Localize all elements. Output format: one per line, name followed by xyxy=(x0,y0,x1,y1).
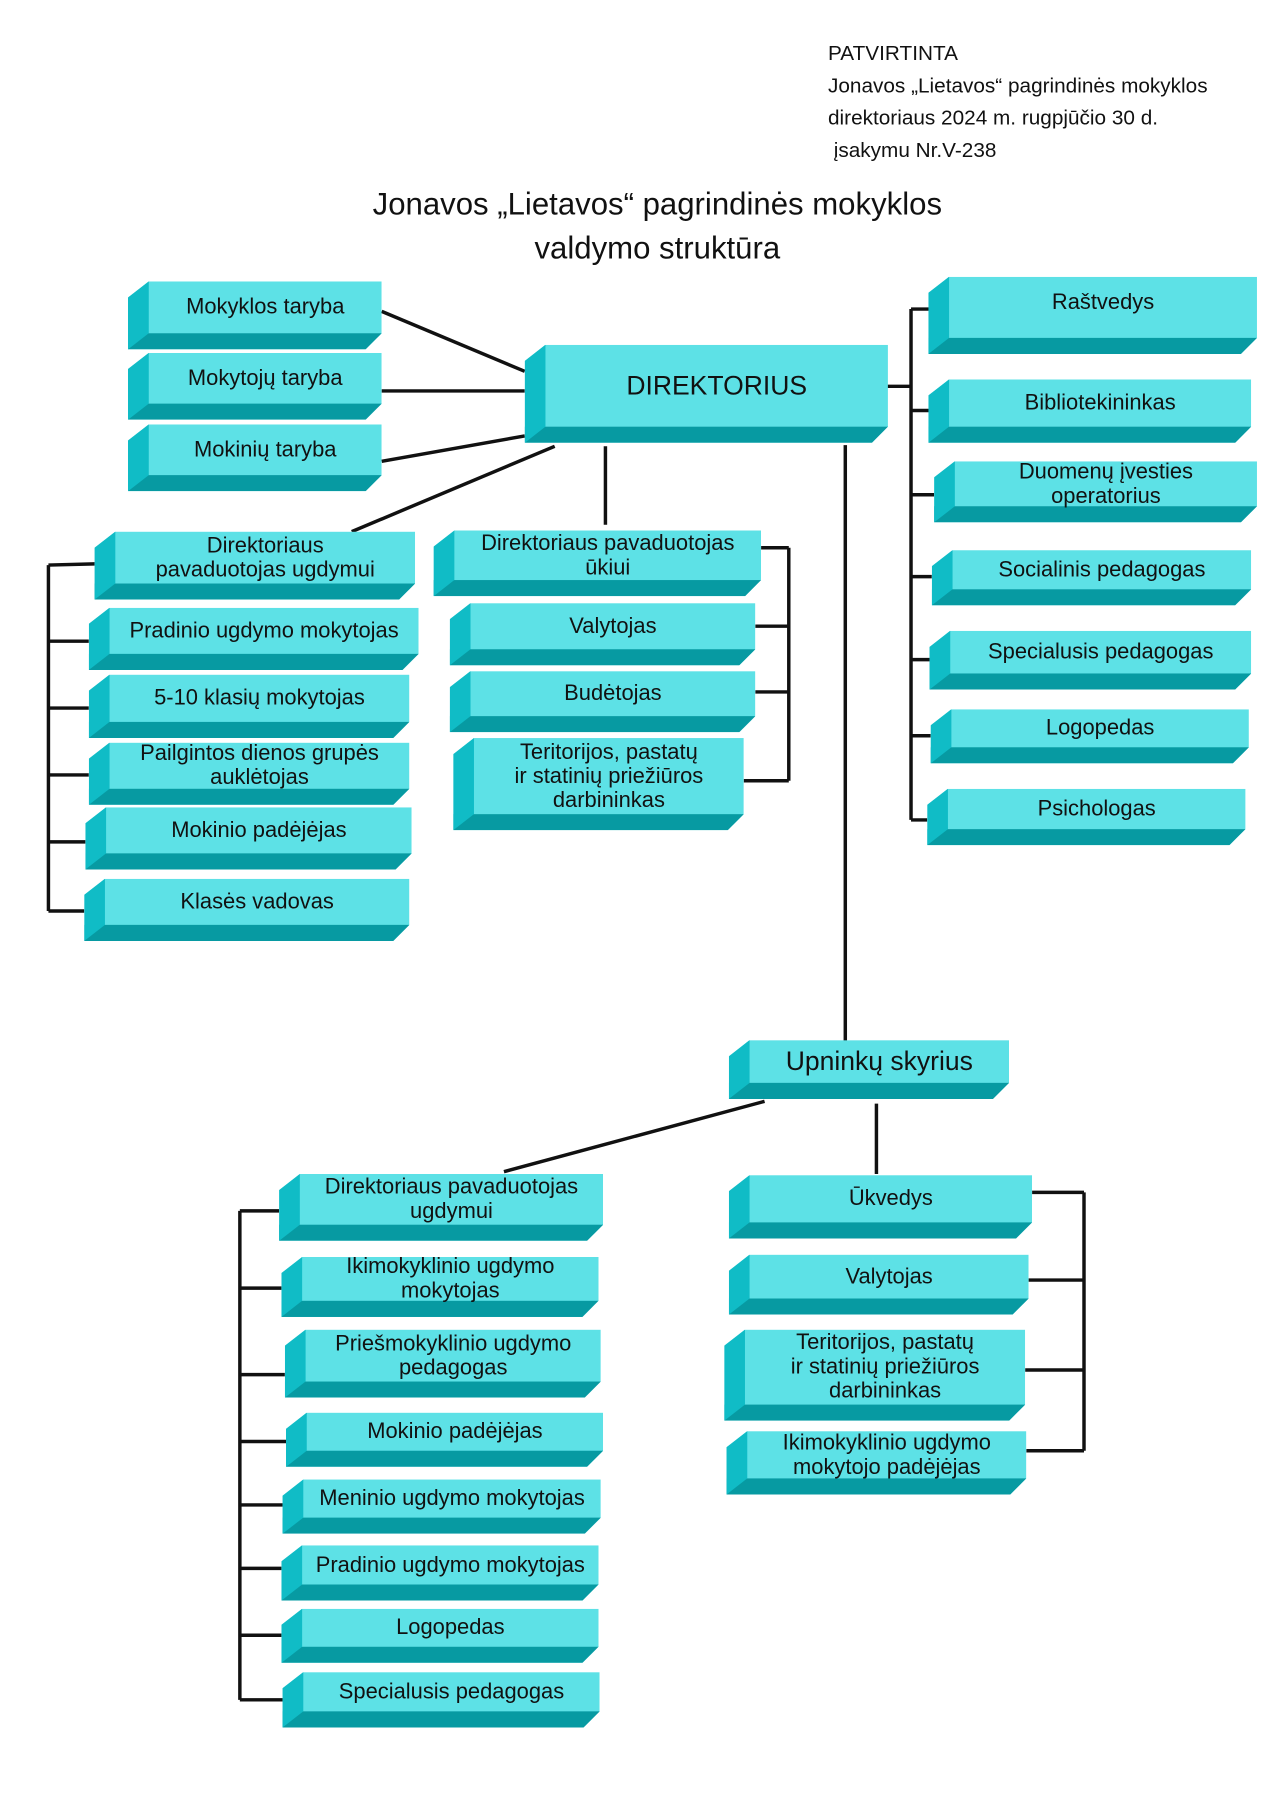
box-label: Direktoriaus pavaduotojas ugdymui xyxy=(155,533,375,582)
box-label: Klasės vadovas xyxy=(180,889,334,914)
staff-box: Specialusis pedagogas xyxy=(929,631,1251,690)
division-education-box: Mokinio padėjėjas xyxy=(286,1413,603,1467)
box-label: Ikimokyklinio ugdymo mokytojo padėjėjas xyxy=(782,1430,991,1479)
box-label: Mokinių taryba xyxy=(193,437,337,462)
box-label: Mokinio padėjėjas xyxy=(367,1419,543,1444)
approval-line: direktoriaus 2024 m. rugpjūčio 30 d. xyxy=(827,106,1159,130)
division-box: Upninkų skyrius xyxy=(729,1040,1009,1099)
council-box: Mokyklos taryba xyxy=(128,281,382,349)
approval-block: PATVIRTINTA Jonavos „Lietavos“ pagrindin… xyxy=(828,37,1208,166)
education-box: Pailgintos dienos grupės auklėtojas xyxy=(89,743,410,805)
staff-box: Psichologas xyxy=(927,789,1245,846)
box-label: Logopedas xyxy=(1045,716,1155,741)
box-label: 5-10 klasių mokytojas xyxy=(154,686,365,711)
box-label: Pailgintos dienos grupės auklėtojas xyxy=(140,741,379,790)
staff-box: Raštvedys xyxy=(928,277,1257,354)
staff-box: Duomenų įvesties operatorius xyxy=(934,461,1257,522)
division-economy-box: Teritorijos, pastatų ir statinių priežiū… xyxy=(724,1330,1025,1421)
box-label: Valytojas xyxy=(845,1264,933,1289)
box-label: Mokinio padėjėjas xyxy=(171,818,347,843)
box-label: Psichologas xyxy=(1037,796,1156,822)
box-label: Logopedas xyxy=(396,1615,505,1640)
staff-box: Bibliotekininkas xyxy=(928,379,1251,442)
box-label: Mokytojų taryba xyxy=(187,366,343,391)
box-label: Specialusis pedagogas xyxy=(988,640,1214,665)
box-label: Valytojas xyxy=(569,614,657,639)
division-education-box: Meninio ugdymo mokytojas xyxy=(283,1480,601,1534)
box-label: Raštvedys xyxy=(1051,290,1155,315)
box-label: Teritorijos, pastatų ir statinių priežiū… xyxy=(790,1330,980,1404)
division-economy-box: Ikimokyklinio ugdymo mokytojo padėjėjas xyxy=(727,1431,1027,1494)
box-label: Budėtojas xyxy=(564,681,662,706)
box-label: Bibliotekininkas xyxy=(1024,390,1176,416)
box-label: Duomenų įvesties operatorius xyxy=(1018,459,1194,508)
box-label: Pradinio ugdymo mokytojas xyxy=(129,618,399,643)
council-box: Mokytojų taryba xyxy=(128,353,382,420)
education-box: Direktoriaus pavaduotojas ugdymui xyxy=(95,532,416,600)
division-education-box: Specialusis pedagogas xyxy=(283,1672,600,1727)
division-economy-box: Ūkvedys xyxy=(729,1175,1032,1238)
box-label: Specialusis pedagogas xyxy=(338,1679,565,1704)
box-label: Direktoriaus pavaduotojas ūkiui xyxy=(481,531,735,580)
division-education-box: Priešmokyklinio ugdymo pedagogas xyxy=(285,1330,601,1398)
box-label: Direktoriaus pavaduotojas ugdymui xyxy=(324,1175,579,1224)
division-education-box: Pradinio ugdymo mokytojas xyxy=(281,1545,598,1600)
education-box: 5-10 klasių mokytojas xyxy=(89,675,410,738)
box-label: Meninio ugdymo mokytojas xyxy=(319,1486,585,1511)
director-box: DIREKTORIUS xyxy=(525,345,888,443)
education-box: Pradinio ugdymo mokytojas xyxy=(89,608,419,670)
approval-line: Jonavos „Lietavos“ pagrindinės mokyklos xyxy=(827,73,1208,97)
approval-line: įsakymu Nr.V-238 xyxy=(827,138,997,162)
box-label: Socialinis pedagogas xyxy=(998,557,1206,582)
box-label: Mokyklos taryba xyxy=(186,295,345,320)
division-education-box: Ikimokyklinio ugdymo mokytojas xyxy=(281,1257,598,1317)
economy-box: Teritorijos, pastatų ir statinių priežiū… xyxy=(453,738,744,830)
education-box: Klasės vadovas xyxy=(84,879,409,941)
box-label: Priešmokyklinio ugdymo pedagogas xyxy=(335,1331,572,1380)
economy-box: Valytojas xyxy=(450,603,756,665)
box-label: Ūkvedys xyxy=(848,1186,933,1211)
division-education-box: Direktoriaus pavaduotojas ugdymui xyxy=(279,1174,603,1241)
division-education-box: Logopedas xyxy=(281,1609,598,1663)
page-title: Jonavos „Lietavos“ pagrindinės mokyklos … xyxy=(254,182,1061,270)
title-line: valdymo struktūra xyxy=(534,230,781,266)
box-label: Ikimokyklinio ugdymo mokytojas xyxy=(346,1254,555,1304)
division-economy-box: Valytojas xyxy=(729,1255,1029,1315)
box-label: DIREKTORIUS xyxy=(626,370,808,401)
economy-box: Budėtojas xyxy=(450,671,756,732)
title-line: Jonavos „Lietavos“ pagrindinės mokyklos xyxy=(372,186,943,222)
education-box: Mokinio padėjėjas xyxy=(85,807,411,869)
staff-box: Logopedas xyxy=(931,709,1249,763)
box-label: Upninkų skyrius xyxy=(785,1045,973,1076)
approval-line: PATVIRTINTA xyxy=(827,41,958,65)
council-box: Mokinių taryba xyxy=(128,424,382,491)
economy-box: Direktoriaus pavaduotojas ūkiui xyxy=(434,530,762,596)
box-label: Pradinio ugdymo mokytojas xyxy=(315,1552,585,1578)
staff-box: Socialinis pedagogas xyxy=(932,550,1251,605)
box-label: Teritorijos, pastatų ir statinių priežiū… xyxy=(514,739,704,813)
